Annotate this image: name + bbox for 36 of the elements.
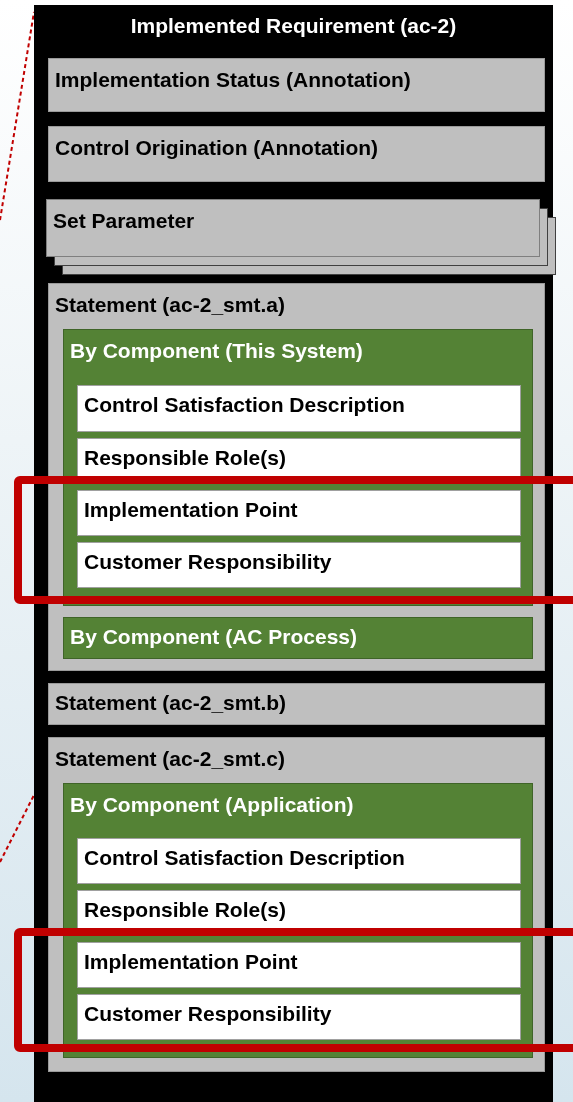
field-box (77, 838, 521, 884)
box-label: By Component (This System) (70, 338, 363, 364)
box-label: Customer Responsibility (84, 549, 332, 575)
element-box (48, 683, 545, 725)
box-label: Control Satisfaction Description (84, 845, 405, 871)
header-text: Implemented Requirement (ac-2) (129, 13, 458, 39)
box-label: Control Satisfaction Description (84, 392, 405, 418)
component-box (63, 617, 533, 659)
box-label: Statement (ac-2_smt.a) (55, 292, 285, 318)
box-label: Implementation Status (Annotation) (55, 67, 411, 93)
component-box (63, 329, 533, 606)
box-label: By Component (Application) (70, 792, 354, 818)
box-label: Statement (ac-2_smt.c) (55, 746, 285, 772)
field-box (77, 542, 521, 588)
box-label: Responsible Role(s) (84, 445, 286, 471)
element-box (48, 58, 545, 112)
leader-line (0, 794, 35, 863)
leader-line (0, 11, 35, 221)
box-label: By Component (AC Process) (70, 624, 358, 650)
element-box (48, 283, 545, 671)
box-label: Implementation Point (84, 497, 298, 523)
element-box (48, 737, 545, 1072)
box-label: Implementation Point (84, 949, 298, 975)
box-label: Customer Responsibility (84, 1001, 332, 1027)
field-box (77, 490, 521, 536)
component-box (63, 783, 533, 1058)
box-label: Control Origination (Annotation) (55, 135, 379, 161)
stacked-element-box (46, 199, 540, 257)
field-box (77, 385, 521, 432)
field-box (77, 994, 521, 1040)
requirement-container (34, 5, 553, 1102)
element-box (48, 126, 545, 182)
field-box (77, 942, 521, 988)
box-label: Set Parameter (53, 208, 195, 234)
box-label: Responsible Role(s) (84, 897, 286, 923)
box-label: Statement (ac-2_smt.b) (55, 690, 287, 716)
